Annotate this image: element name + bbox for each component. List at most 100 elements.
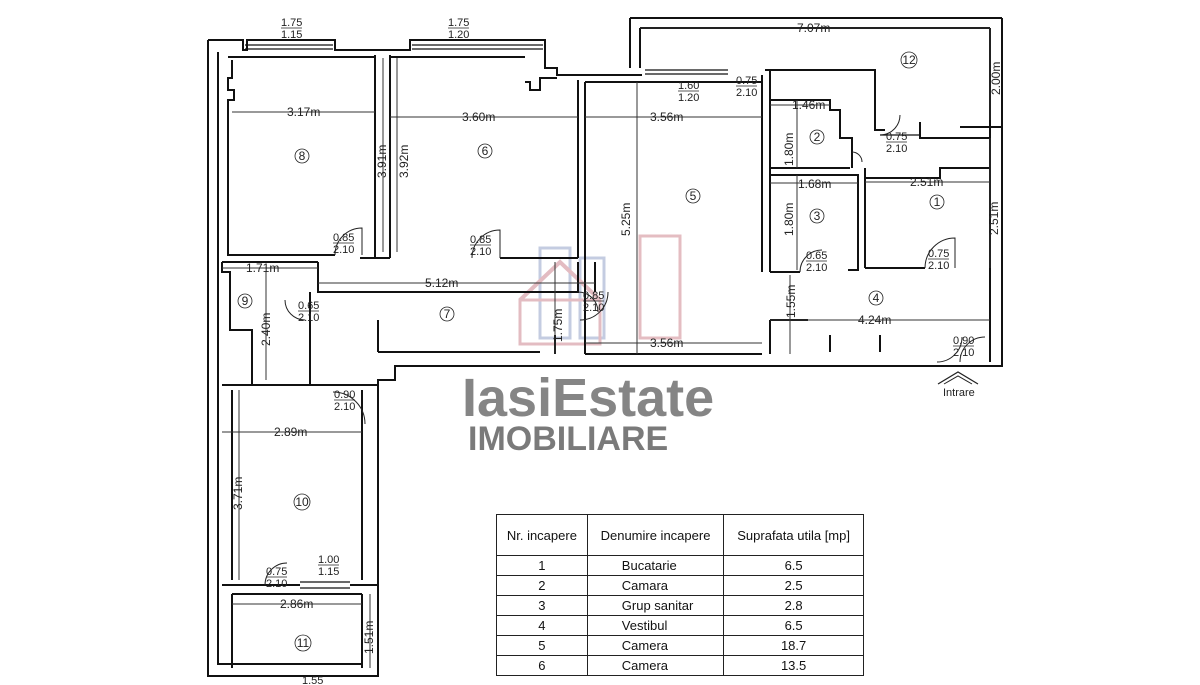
watermark-title: IasiEstate bbox=[462, 368, 714, 428]
dim-r10-height: 3.71m bbox=[231, 477, 245, 510]
legend-cell-nr: 2 bbox=[496, 575, 588, 596]
legend-cell-name: Vestibul bbox=[586, 615, 725, 636]
legend-cell-area: 13.5 bbox=[723, 655, 864, 676]
dim-r10-width: 2.89m bbox=[274, 425, 307, 439]
legend-cell-nr: 4 bbox=[496, 615, 588, 636]
svg-text:0.75: 0.75 bbox=[886, 131, 907, 143]
entrance-arrow bbox=[937, 371, 979, 385]
room-number-11: 11 bbox=[297, 636, 310, 650]
dim-r3-width: 1.68m bbox=[798, 177, 831, 191]
room-number-10: 10 bbox=[295, 495, 309, 509]
legend-cell-name: Bucatarie bbox=[586, 555, 725, 576]
legend-cell-nr: 1 bbox=[496, 555, 588, 576]
room-number-2: 2 bbox=[814, 130, 821, 144]
svg-text:1.15: 1.15 bbox=[281, 29, 302, 41]
dim-r2-width: 1.46m bbox=[792, 98, 825, 112]
svg-text:2.10: 2.10 bbox=[333, 244, 354, 256]
room-number-1: 1 bbox=[934, 195, 941, 209]
legend-cell-name: Camara bbox=[586, 575, 725, 596]
svg-text:0.90: 0.90 bbox=[953, 335, 974, 347]
table-row: 5 Camera 18.7 bbox=[496, 635, 864, 656]
svg-text:0.90: 0.90 bbox=[334, 389, 355, 401]
legend-header-nr: Nr. incapere bbox=[496, 514, 588, 556]
room-number-8: 8 bbox=[299, 149, 306, 163]
table-row: 1 Bucatarie 6.5 bbox=[496, 555, 864, 576]
table-row: 2 Camara 2.5 bbox=[496, 575, 864, 596]
dim-r1-height: 2.51m bbox=[987, 202, 1001, 235]
svg-text:1.20: 1.20 bbox=[678, 92, 699, 104]
legend-cell-name: Camera bbox=[586, 635, 725, 656]
legend-cell-name: Camera bbox=[586, 655, 725, 676]
room-number-4: 4 bbox=[873, 291, 880, 305]
svg-text:0.65: 0.65 bbox=[806, 250, 827, 262]
legend-cell-nr: 3 bbox=[496, 595, 588, 616]
svg-text:1.75: 1.75 bbox=[448, 17, 469, 29]
dim-r11-width: 2.86m bbox=[280, 597, 313, 611]
legend-cell-area: 2.5 bbox=[723, 575, 864, 596]
svg-text:2.10: 2.10 bbox=[334, 401, 355, 413]
svg-text:1.60: 1.60 bbox=[678, 80, 699, 92]
svg-text:0.85: 0.85 bbox=[333, 232, 354, 244]
svg-text:0.75: 0.75 bbox=[928, 248, 949, 260]
svg-text:1.00: 1.00 bbox=[318, 554, 339, 566]
dim-r5-width-bottom: 3.56m bbox=[650, 336, 683, 350]
room-number-6: 6 bbox=[482, 144, 489, 158]
svg-text:0.75: 0.75 bbox=[736, 75, 757, 87]
dim-r8-height: 3.91m bbox=[375, 145, 389, 178]
dim-r4-height: 1.55m bbox=[784, 285, 798, 318]
watermark-subtitle: IMOBILIARE bbox=[468, 420, 668, 458]
dim-r12-height: 2.00m bbox=[989, 62, 1003, 95]
legend-header-name: Denumire incapere bbox=[586, 514, 725, 556]
room-markers: 1 2 3 4 5 6 7 8 9 10 11 12 bbox=[237, 51, 945, 652]
dim-r6-width: 3.60m bbox=[462, 110, 495, 124]
room-number-3: 3 bbox=[814, 209, 821, 223]
dim-r3-height: 1.80m bbox=[782, 203, 796, 236]
legend-cell-name: Grup sanitar bbox=[586, 595, 725, 616]
legend-cell-area: 6.5 bbox=[723, 555, 864, 576]
dim-r7-width: 5.12m bbox=[425, 276, 458, 290]
legend-cell-area: 6.5 bbox=[723, 615, 864, 636]
table-row: 6 Camera 13.5 bbox=[496, 655, 864, 676]
room-number-7: 7 bbox=[444, 307, 451, 321]
room-number-9: 9 bbox=[242, 294, 249, 308]
opening-labels: 1.75 1.15 1.75 1.20 1.60 1.20 0.75 2.10 … bbox=[266, 17, 974, 685]
legend-cell-nr: 6 bbox=[496, 655, 588, 676]
dim-r6-height: 3.92m bbox=[397, 145, 411, 178]
svg-text:0.85: 0.85 bbox=[470, 234, 491, 246]
svg-text:2.10: 2.10 bbox=[886, 143, 907, 155]
legend-header-row: Nr. incapere Denumire incapere Suprafata… bbox=[496, 514, 864, 556]
legend-header-area: Suprafata utila [mp] bbox=[723, 514, 864, 556]
legend-cell-area: 18.7 bbox=[723, 635, 864, 656]
dim-r2-height: 1.80m bbox=[782, 133, 796, 166]
dim-r4-width: 4.24m bbox=[858, 313, 891, 327]
svg-text:1.15: 1.15 bbox=[318, 566, 339, 578]
room-number-12: 12 bbox=[902, 53, 916, 67]
svg-text:2.10: 2.10 bbox=[298, 312, 319, 324]
svg-text:1.55: 1.55 bbox=[302, 675, 323, 685]
dimension-lines bbox=[222, 27, 991, 668]
legend-cell-area: 2.8 bbox=[723, 595, 864, 616]
svg-text:1.75: 1.75 bbox=[281, 17, 302, 29]
dim-r8-width: 3.17m bbox=[287, 105, 320, 119]
dim-r9-height: 2.40m bbox=[259, 313, 273, 346]
dim-r12-width: 7.07m bbox=[797, 21, 830, 35]
room-number-5: 5 bbox=[690, 189, 697, 203]
table-row: 4 Vestibul 6.5 bbox=[496, 615, 864, 636]
dim-r7-height: 1.75m bbox=[551, 309, 565, 342]
dim-r5-width: 3.56m bbox=[650, 110, 683, 124]
room-legend-table: Nr. incapere Denumire incapere Suprafata… bbox=[496, 514, 864, 676]
legend-cell-nr: 5 bbox=[496, 635, 588, 656]
svg-text:0.65: 0.65 bbox=[298, 300, 319, 312]
svg-text:2.10: 2.10 bbox=[806, 262, 827, 274]
svg-text:2.10: 2.10 bbox=[928, 260, 949, 272]
svg-text:0.85: 0.85 bbox=[583, 290, 604, 302]
dim-r11-height: 1.51m bbox=[362, 621, 376, 654]
interior-walls bbox=[221, 44, 990, 668]
entrance-label: Intrare bbox=[943, 387, 975, 399]
svg-text:2.10: 2.10 bbox=[470, 246, 491, 258]
dim-r9-width: 1.71m bbox=[246, 261, 279, 275]
svg-text:0.75: 0.75 bbox=[266, 566, 287, 578]
svg-text:2.10: 2.10 bbox=[266, 578, 287, 590]
table-row: 3 Grup sanitar 2.8 bbox=[496, 595, 864, 616]
